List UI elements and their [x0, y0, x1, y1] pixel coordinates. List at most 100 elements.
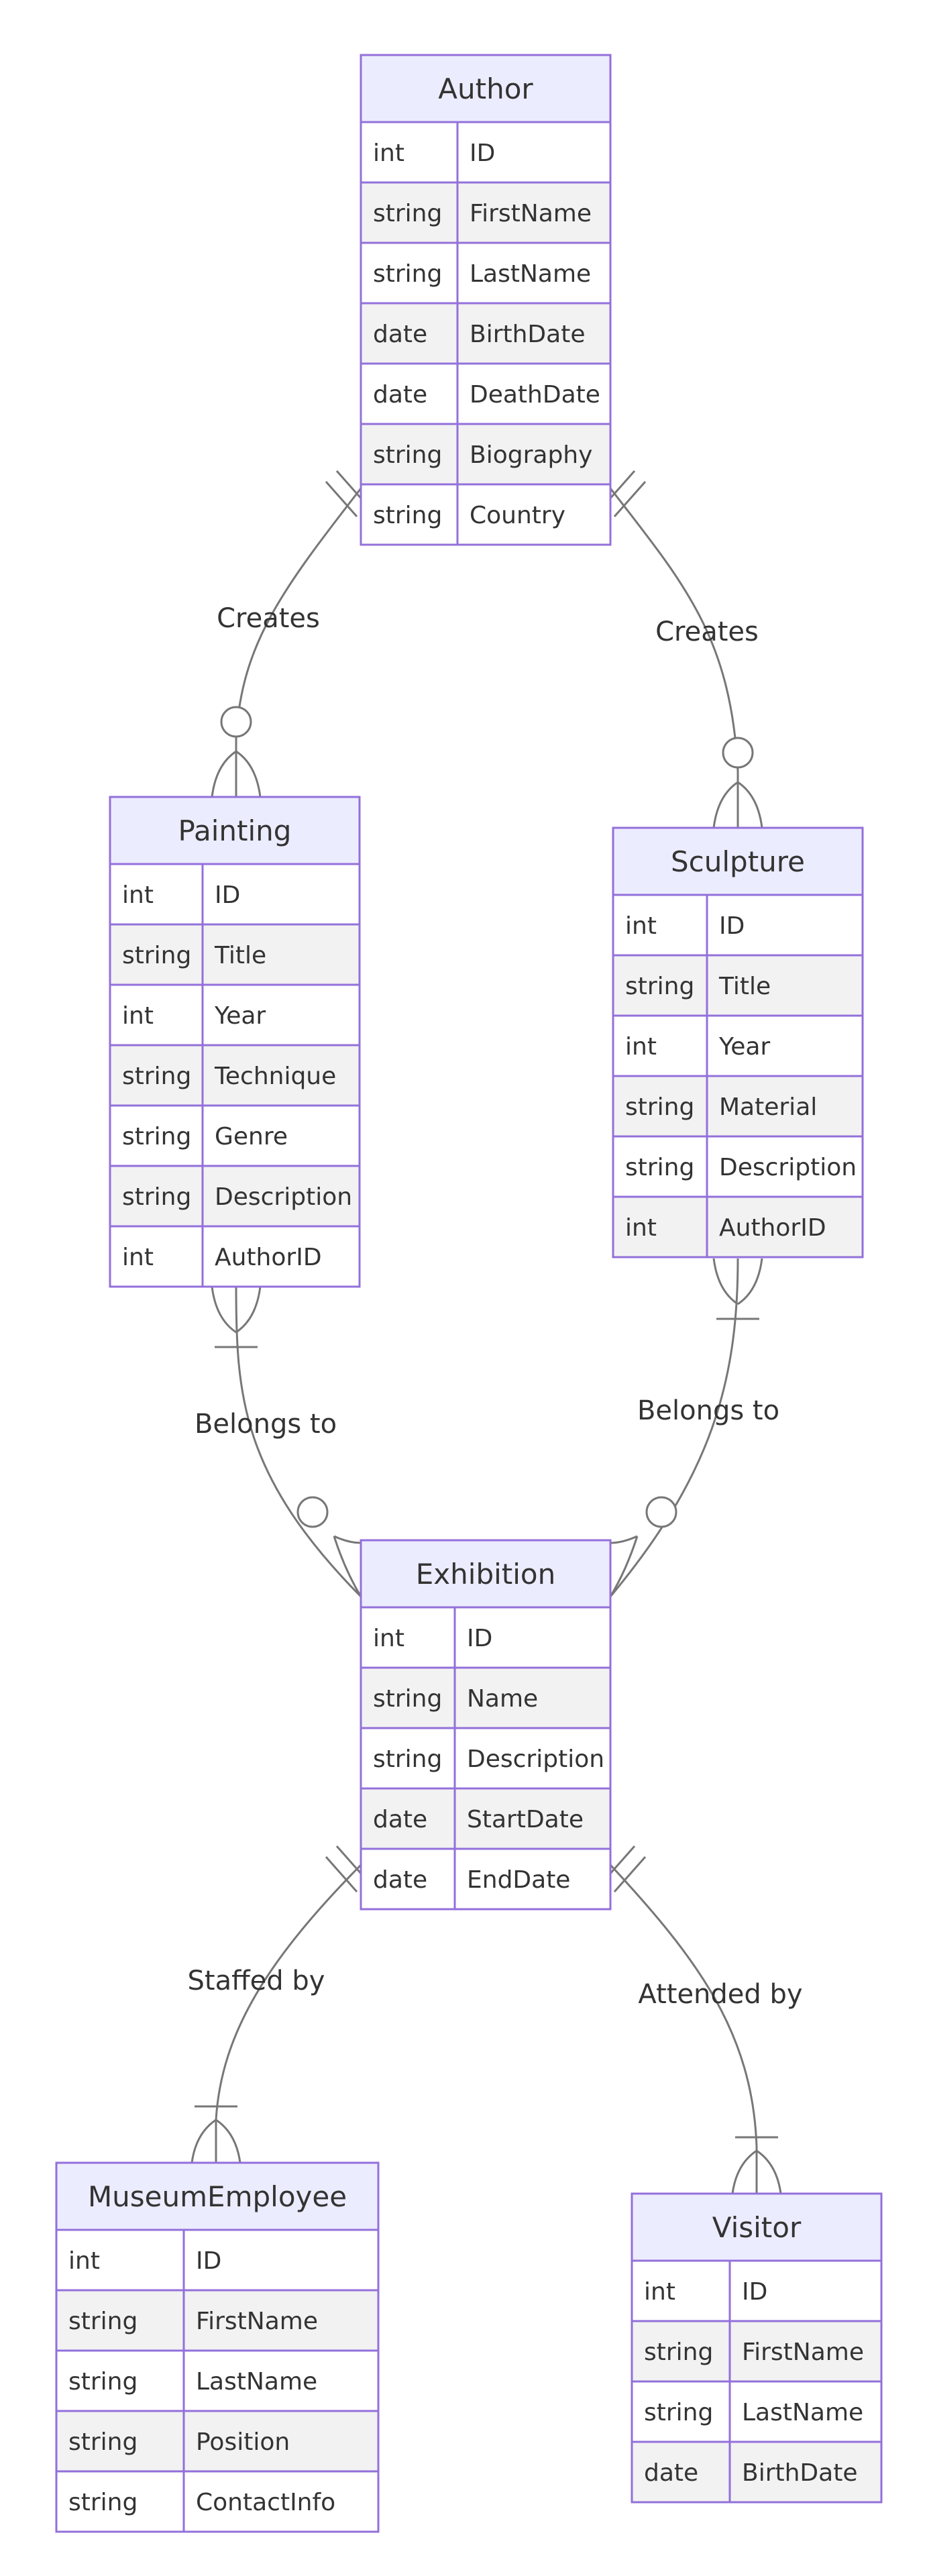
attribute-name-cell	[728, 2380, 883, 2443]
attribute-type: string	[625, 1093, 694, 1121]
attribute-name-cell	[456, 121, 612, 184]
attribute-type-cell	[55, 2349, 185, 2412]
attribute-type-cell	[109, 1165, 204, 1228]
attribute-name-cell	[453, 1727, 612, 1790]
attribute-name: Position	[196, 2428, 290, 2456]
attribute-name-cell	[201, 1104, 361, 1167]
cardinality-zero-painting-top	[220, 706, 252, 738]
attribute-name: Material	[719, 1093, 817, 1121]
relationship-label-exhibition-visitor: Attended by	[638, 1979, 802, 2010]
attribute-name: Country	[470, 502, 565, 529]
relationship-label-exhibition-employee: Staffed by	[188, 1966, 325, 1996]
attribute-name: LastName	[742, 2399, 863, 2426]
relationship-label-author-painting: Creates	[217, 603, 320, 634]
relationship-line-author-sculpture	[609, 488, 739, 828]
attribute-type: string	[68, 2308, 138, 2335]
cardinality-many-exhibition-right	[609, 1535, 639, 1597]
attribute-type: string	[373, 441, 442, 469]
cardinality-many-employee-top	[190, 2118, 241, 2163]
attribute-type: string	[68, 2489, 138, 2516]
attribute-row: string Title	[612, 954, 864, 1017]
attribute-type: string	[373, 1685, 442, 1713]
attribute-name-cell	[456, 241, 612, 305]
attribute-type-cell	[360, 483, 459, 546]
attribute-name: FirstName	[742, 2339, 864, 2366]
attribute-name-cell	[182, 2229, 380, 2292]
attribute-name-cell	[201, 983, 361, 1046]
attribute-type: date	[644, 2459, 698, 2487]
attribute-name: Title	[214, 942, 266, 969]
attribute-name-cell	[182, 2470, 380, 2533]
attribute-name: Technique	[214, 1063, 336, 1090]
attribute-name-cell	[456, 181, 612, 244]
relationship-label-sculpture-exhibition: Belongs to	[637, 1395, 779, 1426]
attribute-name-cell	[182, 2410, 380, 2473]
cardinality-many-painting-top	[211, 750, 262, 798]
attribute-name-cell	[201, 923, 361, 986]
attribute-type: int	[68, 2247, 100, 2275]
attribute-name: FirstName	[470, 200, 592, 227]
attribute-name: Description	[215, 1183, 352, 1211]
cardinality-zero-exhibition-right	[645, 1496, 677, 1528]
attribute-name: Genre	[215, 1123, 288, 1150]
attribute-type: string	[122, 1123, 191, 1150]
attribute-name: ID	[719, 912, 745, 940]
attribute-name: BirthDate	[470, 321, 585, 348]
relationship-line-painting-exhibition	[235, 1286, 362, 1598]
attribute-name: Year	[718, 1033, 770, 1061]
cardinality-many-visitor-top	[731, 2149, 782, 2194]
attribute-row: int Year	[109, 983, 361, 1046]
attribute-name: Title	[718, 973, 771, 1000]
attribute-type-cell	[109, 923, 204, 986]
attribute-type: int	[122, 1244, 154, 1271]
attribute-name: Year	[214, 1002, 266, 1030]
attribute-type: string	[68, 2428, 138, 2456]
attribute-type-cell	[631, 2380, 731, 2443]
cardinality-many-painting-bottom	[211, 1286, 262, 1334]
attribute-row: int ID	[55, 2229, 380, 2292]
entity-title: Sculpture	[671, 845, 805, 878]
entity-title: Visitor	[712, 2211, 802, 2244]
attribute-type: string	[644, 2399, 713, 2426]
attribute-type: string	[373, 200, 442, 227]
entity-title: Painting	[178, 814, 292, 847]
cardinality-many-exhibition-left	[333, 1535, 362, 1597]
attribute-type-cell	[360, 302, 459, 365]
entity-header	[360, 1539, 612, 1609]
attribute-name: AuthorID	[215, 1244, 322, 1271]
attribute-type: int	[122, 881, 154, 909]
attribute-name: FirstName	[196, 2308, 318, 2335]
attribute-name-cell	[706, 1195, 864, 1258]
attribute-type: int	[122, 1002, 154, 1030]
attribute-name: LastName	[196, 2368, 317, 2396]
attribute-type-cell	[360, 1727, 456, 1790]
attribute-name: ID	[467, 1625, 492, 1652]
attribute-type-cell	[360, 1666, 456, 1729]
relationship-line-author-painting	[235, 488, 362, 797]
attribute-row: string LastName	[631, 2380, 883, 2443]
attribute-type: string	[625, 973, 694, 1000]
attribute-name-cell	[201, 1044, 361, 1107]
cardinality-zero-sculpture-top	[722, 737, 754, 769]
attribute-row: string Material	[612, 1075, 864, 1138]
attribute-name: ID	[196, 2247, 221, 2275]
